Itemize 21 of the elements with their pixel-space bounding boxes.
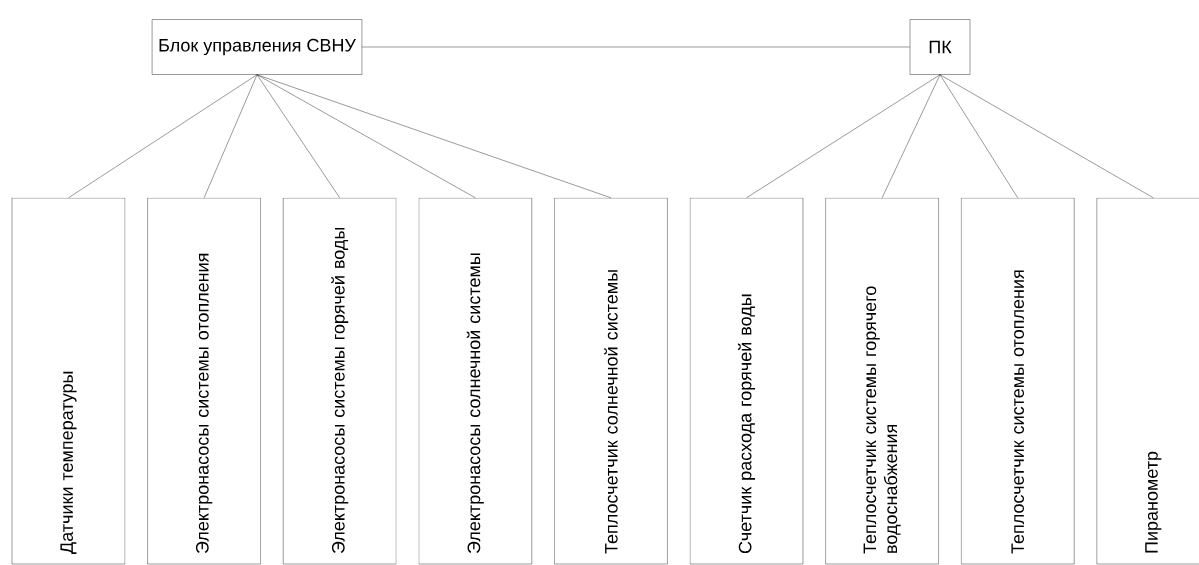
connector-line <box>68 74 258 198</box>
component-box: Теплосчетчик системы горячего водоснабжения <box>825 197 939 565</box>
connector-line <box>256 74 612 198</box>
connector-line <box>939 74 1018 198</box>
component-box: Датчики температуры <box>11 197 126 565</box>
connector-line <box>361 46 910 48</box>
component-box: Электронасосы системы горячей воды <box>283 197 397 565</box>
connector-line <box>256 74 476 198</box>
component-box: Теплосчетчик солнечной системы <box>554 197 668 565</box>
connector-line <box>939 74 1154 198</box>
component-box: Теплосчетчик системы отопления <box>961 197 1075 565</box>
component-box: Пиранометр <box>1096 197 1199 565</box>
connector-line <box>881 74 941 198</box>
connector-line <box>203 74 258 198</box>
connector-line <box>256 74 340 198</box>
component-box: Счетчик расхода горячей воды <box>689 197 804 565</box>
component-box: Электронасосы солнечной системы <box>418 197 532 565</box>
control-box: Блок управления СВНУ <box>151 19 363 75</box>
connector-line <box>746 74 941 198</box>
component-box: Электронасосы системы отопления <box>147 197 261 565</box>
control-box: ПК <box>909 19 971 75</box>
